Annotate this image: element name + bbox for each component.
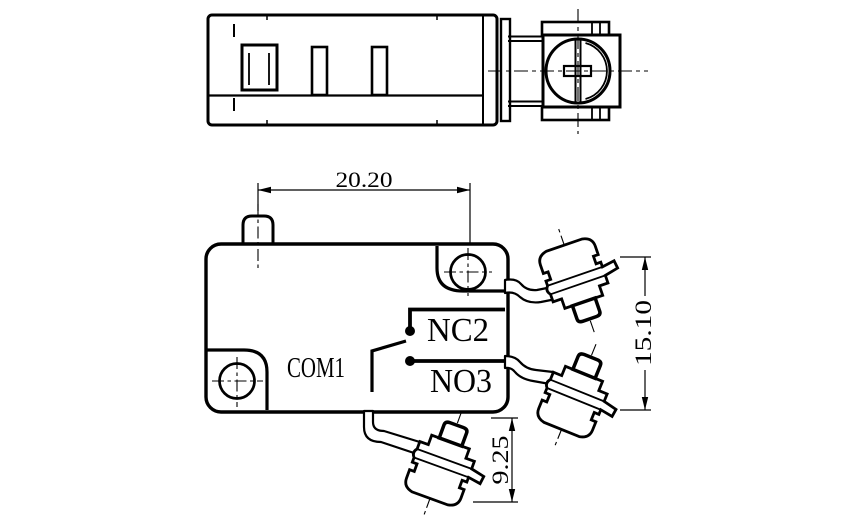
terminal-plate-lines bbox=[546, 378, 605, 411]
terminal-body bbox=[536, 352, 618, 439]
bracket-bottom-flange-ticks bbox=[591, 107, 601, 120]
dimension-value-terminal-length: 9.25 bbox=[488, 436, 513, 485]
arrowhead-left bbox=[258, 186, 271, 194]
extension-lines bbox=[473, 417, 518, 503]
dimension-value-terminal-span: 15.10 bbox=[631, 300, 656, 366]
roller-inner-arc bbox=[585, 42, 608, 100]
dimension-value-horizontal: 20.20 bbox=[336, 167, 393, 192]
bracket-top-flange bbox=[540, 20, 611, 37]
bracket-top-flange-ticks bbox=[591, 22, 601, 35]
common-lever bbox=[370, 339, 407, 392]
terminal-plate-lines bbox=[547, 266, 606, 296]
common-wire-lead bbox=[362, 409, 425, 457]
actuator-plate bbox=[499, 17, 512, 123]
arrowhead-right bbox=[457, 186, 470, 194]
mounting-hole-bl-crosshair bbox=[212, 357, 263, 407]
no-tab bbox=[503, 354, 555, 386]
terminal-bottom-right bbox=[536, 343, 618, 448]
arrowhead-bottom bbox=[508, 489, 516, 502]
terminal-neck bbox=[570, 352, 603, 381]
arrowhead-top bbox=[508, 418, 516, 431]
bracket-bottom-flange bbox=[540, 105, 611, 122]
terminal-neck bbox=[570, 295, 602, 324]
mounting-boss-bottom-left bbox=[207, 348, 269, 410]
cover-step-ticks bbox=[266, 15, 438, 125]
terminal-slot-1-inner bbox=[248, 53, 270, 85]
label-no3: NO3 bbox=[430, 363, 492, 400]
yoke-arms bbox=[508, 35, 543, 107]
extension-lines bbox=[257, 183, 471, 243]
terminal-body bbox=[404, 420, 486, 507]
terminals bbox=[404, 226, 620, 517]
terminal-labels: COM1 NC2 NO3 bbox=[287, 312, 492, 400]
terminal-body bbox=[538, 237, 620, 324]
nc-contact-dot bbox=[405, 326, 415, 336]
dimension-horizontal-20-20: 20.20 bbox=[257, 167, 471, 243]
circuit-schematic bbox=[370, 307, 505, 392]
terminal-slot-2 bbox=[310, 45, 329, 97]
top-side-view bbox=[206, 9, 648, 134]
label-com1: COM1 bbox=[287, 352, 345, 384]
nc-wire bbox=[408, 307, 505, 330]
extension-lines bbox=[620, 256, 651, 411]
terminal-top-right bbox=[538, 226, 620, 333]
terminal-slot-3 bbox=[370, 45, 389, 97]
terminal-slot-1 bbox=[240, 43, 279, 92]
arrowhead-bottom bbox=[641, 397, 649, 410]
label-nc2: NC2 bbox=[427, 312, 489, 349]
front-view bbox=[204, 204, 510, 414]
front-body-outline bbox=[204, 242, 510, 414]
no-contact-dot bbox=[405, 356, 415, 366]
terminal-bottom-center bbox=[404, 411, 486, 517]
terminal-neck bbox=[437, 420, 469, 449]
switch-body-outline bbox=[206, 13, 499, 127]
dimension-terminal-length-9-25: 9.25 bbox=[473, 417, 518, 503]
dimension-terminal-span-15-10: 15.10 bbox=[620, 256, 656, 411]
mounting-hole-tr-crosshair bbox=[444, 248, 492, 296]
terminal-plate-lines bbox=[413, 448, 472, 479]
mounting-boss-top-right bbox=[435, 246, 506, 293]
arrowhead-top bbox=[641, 257, 649, 270]
